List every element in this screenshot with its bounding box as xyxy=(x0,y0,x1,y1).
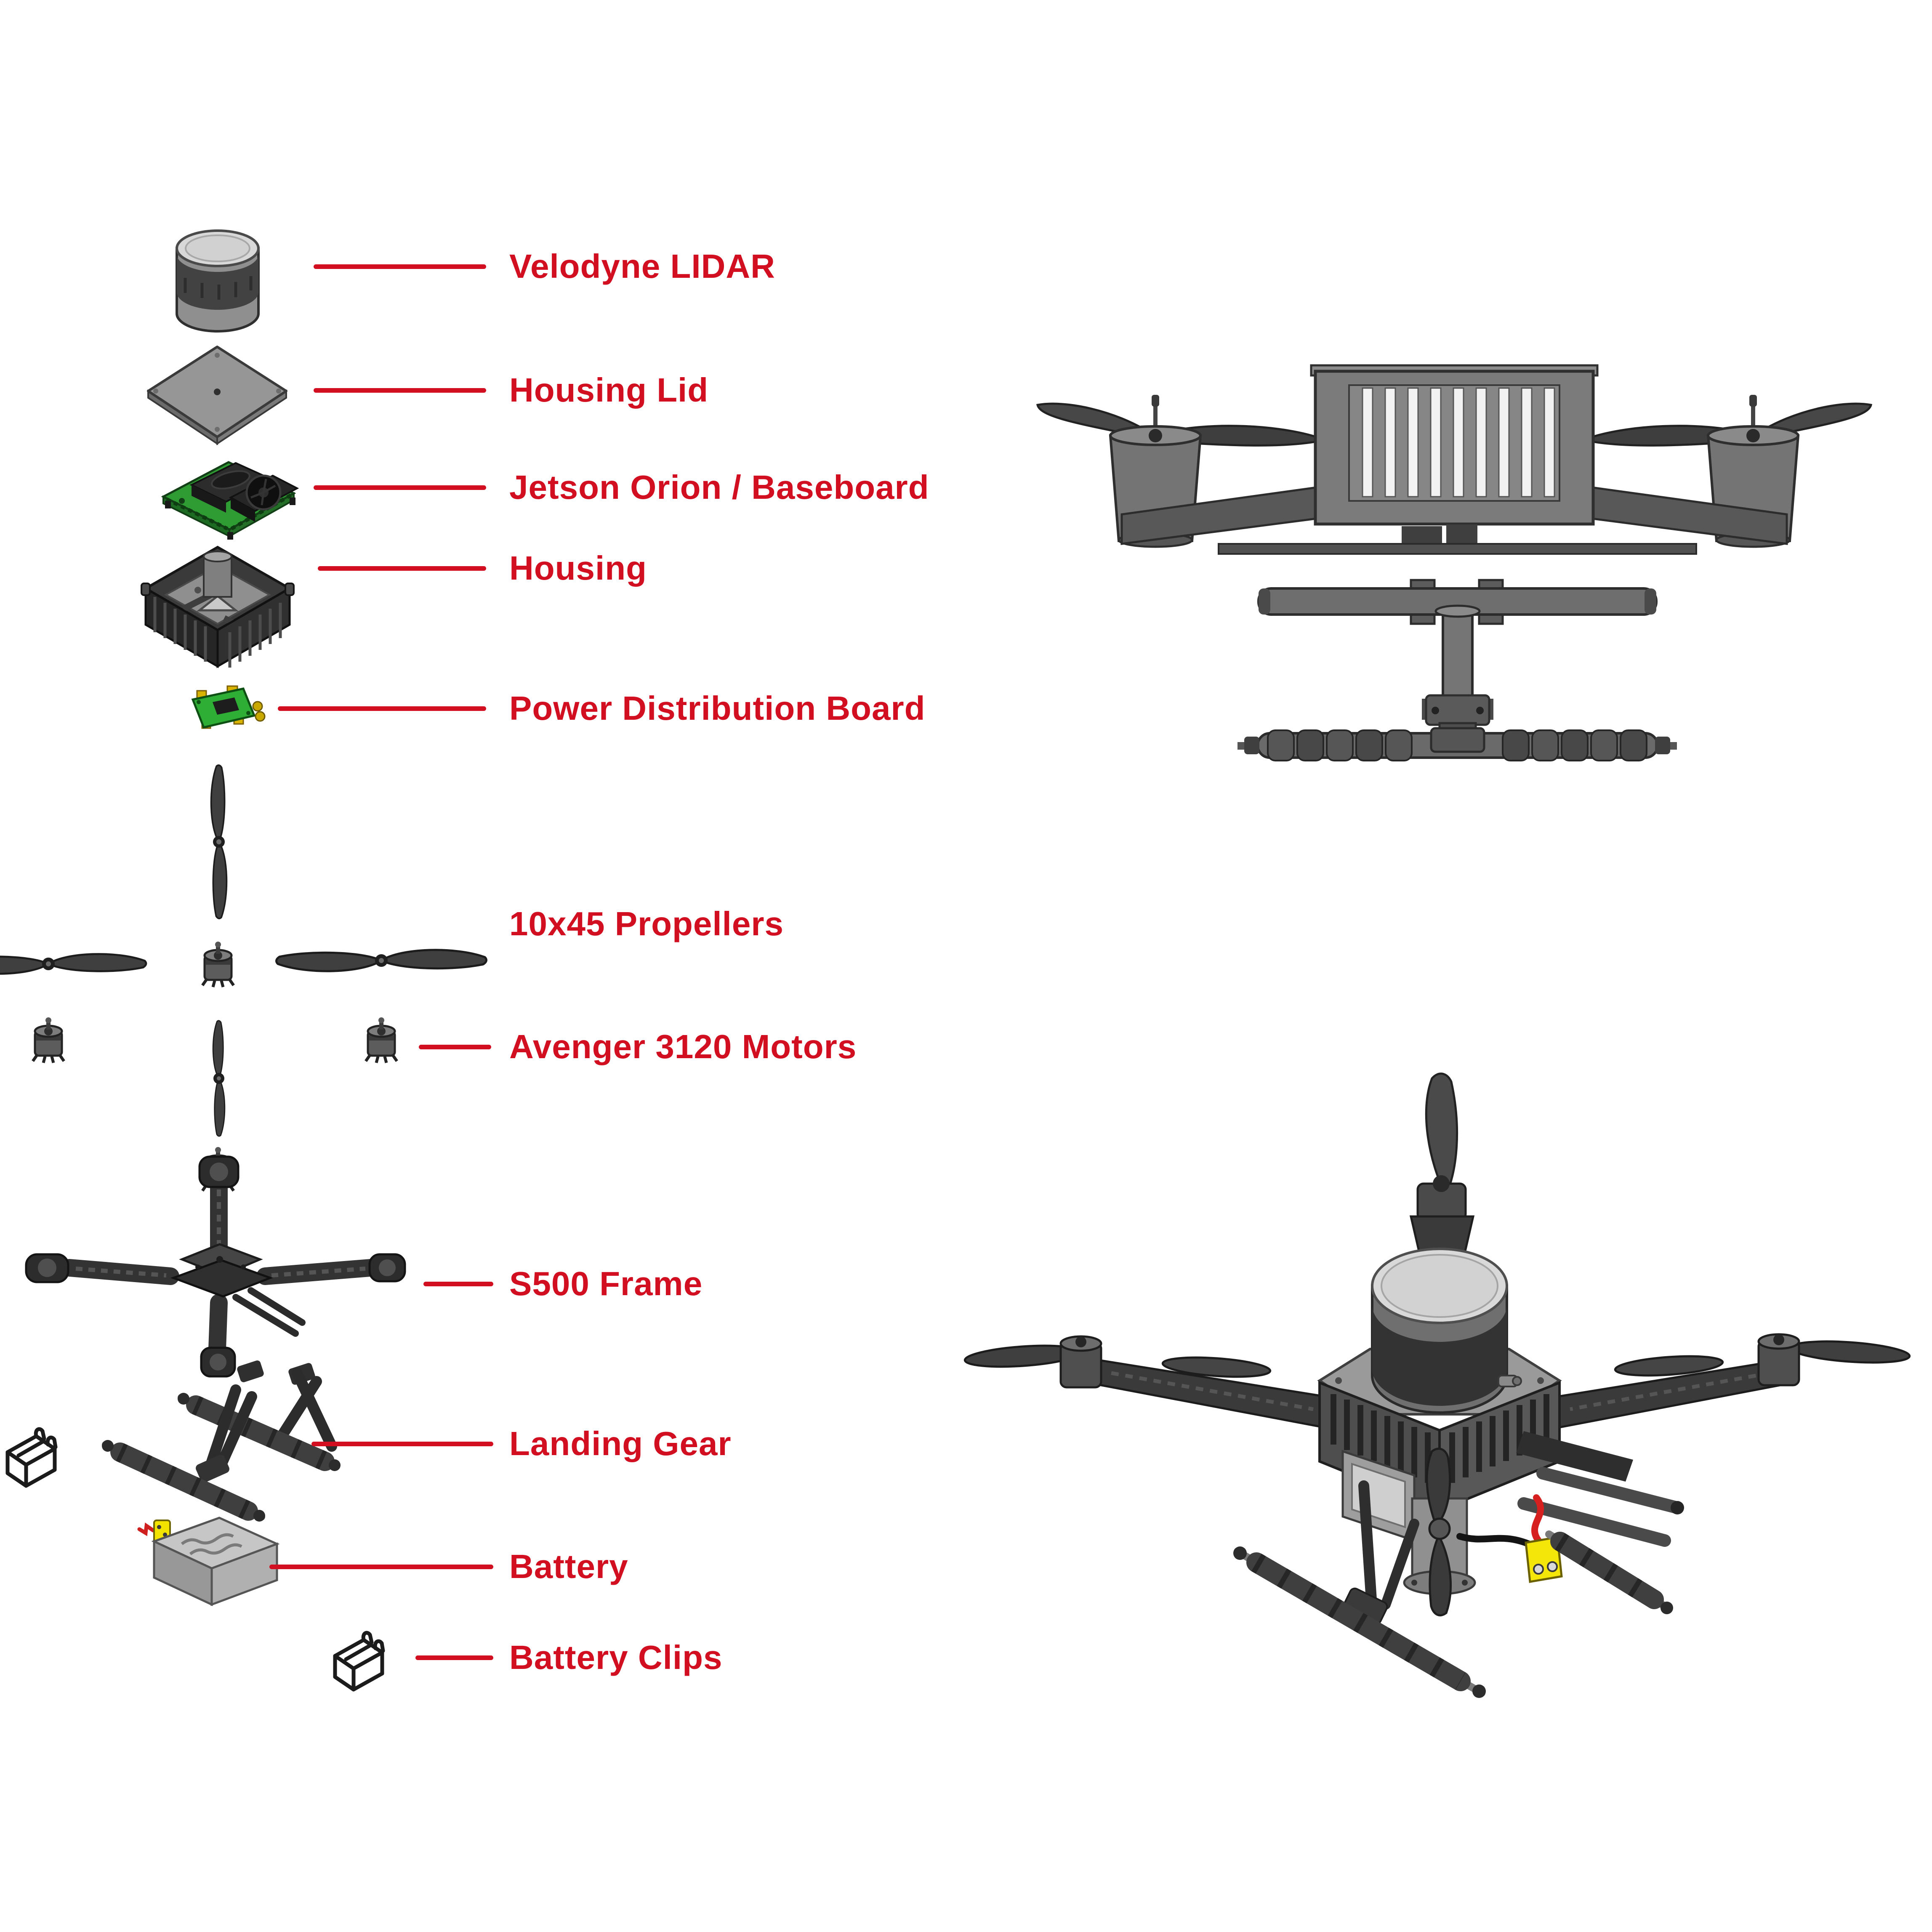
iso-landing-gear xyxy=(1233,1480,1673,1698)
drone-isometric-view-icon xyxy=(963,1072,1911,1698)
black-wire xyxy=(1456,1533,1532,1547)
label-jetson-orion: Jetson Orion / Baseboard xyxy=(509,468,929,506)
lidar-cylinder-icon xyxy=(176,229,260,333)
front-center-pole xyxy=(1422,604,1493,741)
leader-line-s500-frame xyxy=(423,1282,493,1286)
label-housing-lid: Housing Lid xyxy=(509,371,709,409)
front-housing xyxy=(1310,364,1599,526)
iso-left-arm-motor-prop xyxy=(963,1335,1327,1429)
red-wire xyxy=(1531,1494,1544,1544)
leader-line-velodyne-lidar xyxy=(314,264,486,269)
propeller-cross-icon xyxy=(0,764,486,1137)
leader-line-battery-clips xyxy=(415,1655,493,1660)
leader-line-housing xyxy=(318,566,486,571)
front-landing-skid xyxy=(1237,727,1677,761)
leader-line-landing-gear xyxy=(311,1442,493,1446)
label-landing-gear: Landing Gear xyxy=(509,1425,732,1462)
front-skid-foam-rollers xyxy=(1267,729,1647,761)
iso-housing-vents xyxy=(1331,1394,1549,1483)
drone-front-view-icon xyxy=(1036,364,1873,761)
iso-battery-connector xyxy=(1456,1494,1563,1583)
housing-box-icon xyxy=(141,546,295,668)
label-s500-frame: S500 Frame xyxy=(509,1265,703,1302)
label-motors: Avenger 3120 Motors xyxy=(509,1028,857,1065)
label-battery: Battery xyxy=(509,1548,628,1585)
label-housing: Housing xyxy=(509,549,647,587)
pdb-icon xyxy=(191,685,266,729)
label-velodyne-lidar: Velodyne LIDAR xyxy=(509,247,775,285)
front-underplate xyxy=(1218,524,1697,555)
leader-line-pdb xyxy=(278,706,486,711)
landing-gear-icon xyxy=(102,1360,341,1522)
battery-pack-icon xyxy=(137,1517,280,1606)
label-battery-clips: Battery Clips xyxy=(509,1639,723,1676)
iso-top-propeller-motor xyxy=(1409,1072,1475,1264)
front-crossbar xyxy=(1257,579,1658,625)
leader-line-motors xyxy=(419,1045,491,1049)
label-propellers: 10x45 Propellers xyxy=(509,905,784,942)
label-pdb: Power Distribution Board xyxy=(509,689,926,727)
iso-rail-mount xyxy=(1516,1431,1684,1547)
jetson-board-icon xyxy=(161,461,299,540)
iso-lidar xyxy=(1371,1248,1522,1414)
housing-lid-icon xyxy=(147,346,287,445)
quad-frame-icon xyxy=(25,1155,406,1378)
iso-right-arm-motor-prop xyxy=(1556,1333,1911,1429)
iso-bottom-propeller xyxy=(1426,1448,1452,1616)
front-housing-vents xyxy=(1362,387,1555,498)
leader-line-battery xyxy=(269,1565,493,1569)
center-motor xyxy=(202,942,234,987)
leader-line-jetson xyxy=(314,485,486,490)
leader-line-housing-lid xyxy=(314,388,486,393)
